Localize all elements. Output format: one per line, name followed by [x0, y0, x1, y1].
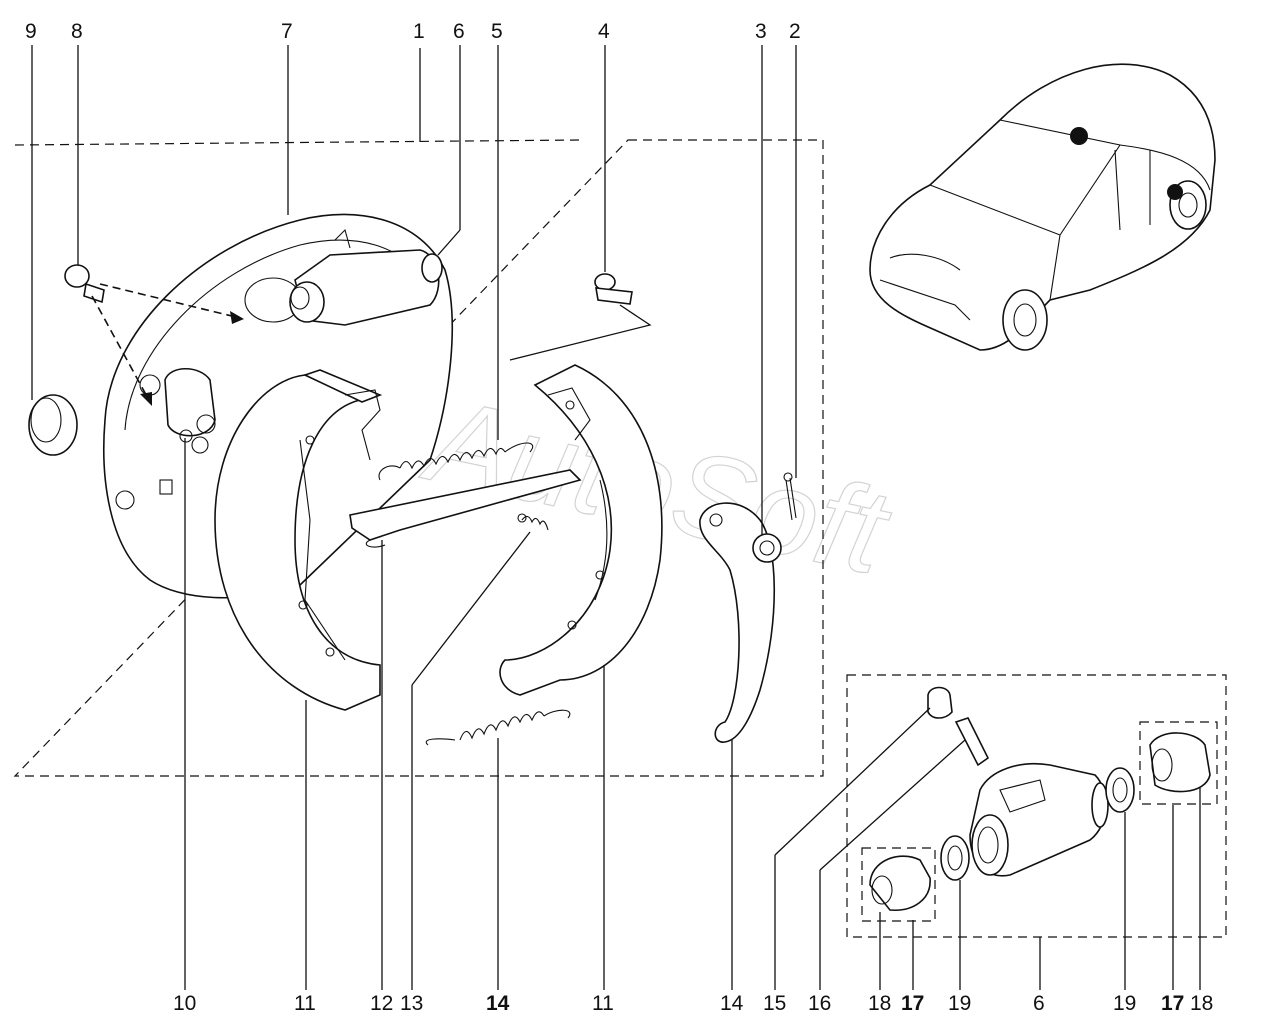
- piston-group-frame-left: [861, 847, 936, 922]
- label-6: 6: [453, 20, 465, 43]
- small-spring: [517, 513, 549, 531]
- parking-brake-lever: [699, 502, 782, 743]
- brake-shoe-right: [499, 364, 663, 696]
- label-17-right: 17: [1161, 992, 1184, 1015]
- label-12: 12: [370, 992, 393, 1015]
- seal-ring-right: [1105, 767, 1135, 813]
- upper-return-spring: [378, 442, 533, 481]
- label-14-lever: 14: [720, 992, 744, 1015]
- wheel-cylinder-body: [969, 762, 1109, 877]
- label-6-bottom: 6: [1033, 992, 1045, 1015]
- wheel-cylinder-mounted: [289, 228, 443, 326]
- label-7: 7: [281, 20, 293, 43]
- bolt-direction-arrows: [91, 283, 244, 406]
- bleed-cap: [927, 686, 953, 719]
- label-8: 8: [71, 20, 83, 43]
- label-9: 9: [25, 20, 37, 43]
- label-11-right: 11: [592, 992, 614, 1015]
- label-18-right: 18: [1190, 992, 1213, 1015]
- piston-right: [1149, 732, 1211, 793]
- car-illustration: [869, 63, 1216, 351]
- seal-ring-left: [940, 835, 970, 881]
- label-11-left: 11: [294, 992, 316, 1015]
- label-16: 16: [808, 992, 831, 1015]
- lower-return-spring: [425, 709, 571, 746]
- rear-brake-assembly-frame: [13, 48, 824, 777]
- label-17-left: 17: [901, 992, 924, 1015]
- piston-left: [869, 855, 931, 911]
- label-19-left: 19: [948, 992, 971, 1015]
- label-5: 5: [491, 20, 503, 43]
- label-3: 3: [755, 20, 767, 43]
- mounting-bolt: [64, 264, 105, 304]
- label-18-left: 18: [868, 992, 891, 1015]
- brake-shoe-left: [214, 369, 383, 711]
- guide-pin: [509, 273, 652, 361]
- label-13: 13: [400, 992, 423, 1015]
- label-19-right: 19: [1113, 992, 1136, 1015]
- label-4: 4: [598, 20, 610, 43]
- label-15: 15: [763, 992, 786, 1015]
- bleed-screw: [954, 717, 990, 767]
- label-2: 2: [789, 20, 801, 43]
- cotter-pin: [783, 472, 797, 521]
- rubber-plug: [28, 394, 78, 456]
- label-1: 1: [413, 20, 425, 43]
- wheel-cylinder-frame: [846, 674, 1227, 990]
- piston-group-frame-right: [1139, 721, 1218, 805]
- label-10: 10: [173, 992, 196, 1015]
- label-14-spring: 14: [486, 992, 510, 1015]
- leader-lines: [31, 45, 1201, 990]
